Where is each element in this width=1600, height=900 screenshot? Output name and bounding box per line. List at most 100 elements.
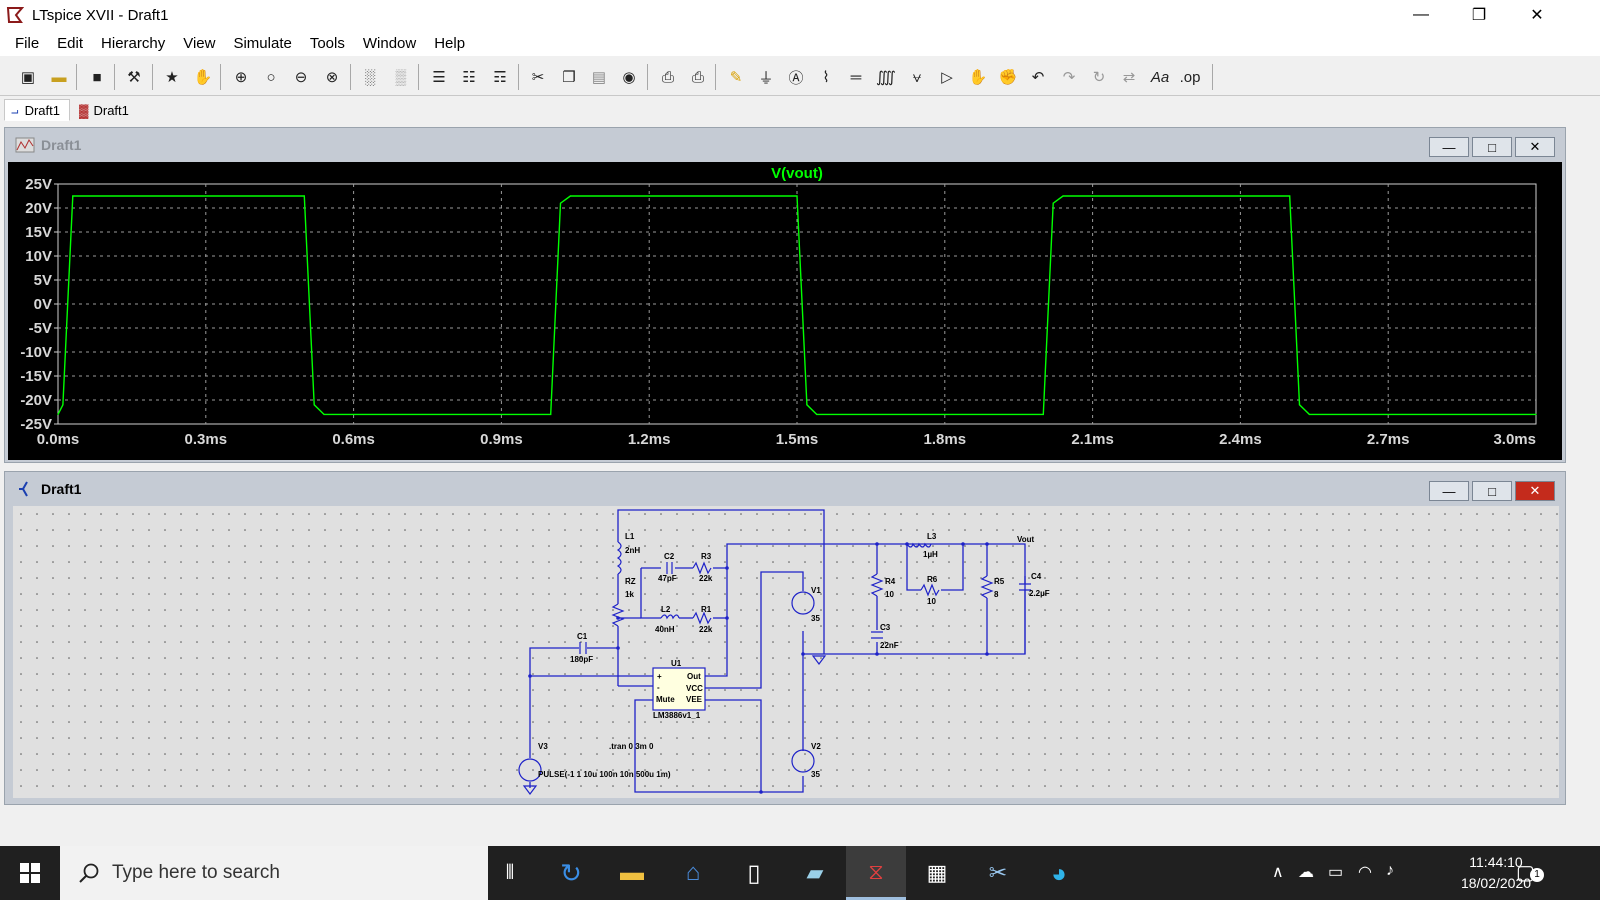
resistor-r3 [692, 561, 712, 575]
taskbar-app-sync[interactable]: ↻ [541, 846, 601, 900]
component-value: 35 [811, 614, 820, 623]
open-button[interactable]: ▬ [47, 65, 71, 89]
spice-directive-button[interactable]: .op [1178, 65, 1202, 89]
taskbar-app-edge[interactable]: ◕ [1029, 846, 1089, 900]
taskbar-app-snipping[interactable]: ✂ [968, 846, 1028, 900]
view-fft-button[interactable]: ▒ [389, 65, 413, 89]
tile-horizontal-button[interactable]: ☰ [427, 65, 451, 89]
pin-label: Out [687, 672, 701, 681]
pin-label: - [657, 683, 660, 692]
move-button[interactable]: ✋ [966, 65, 990, 89]
data-point [559, 202, 562, 204]
volume-icon[interactable]: ♪ [1386, 862, 1394, 879]
component-button[interactable]: ▷ [935, 65, 959, 89]
save-button[interactable]: ■ [85, 65, 109, 89]
resistor-r1 [692, 611, 712, 625]
autorange-button[interactable]: ░ [358, 65, 382, 89]
ground-symbol [522, 785, 538, 795]
undo-button[interactable]: ↶ [1026, 65, 1050, 89]
print-button[interactable]: ⎙ [656, 65, 680, 89]
net-label-vout[interactable]: Vout [1017, 535, 1035, 544]
draw-wire-button[interactable]: ✎ [724, 65, 748, 89]
x-tick-label: 3.0ms [1493, 431, 1536, 448]
menu-file[interactable]: File [15, 34, 40, 52]
schematic-drawing[interactable]: + - Mute Out VCC VEE U1 LM3886v1_1 L1 2n… [13, 506, 1559, 798]
cascade-button[interactable]: ☶ [488, 65, 512, 89]
drag-button[interactable]: ✊ [996, 65, 1020, 89]
taskbar-app-notes[interactable]: ▰ [785, 846, 845, 900]
inductor-button[interactable]: ⨌ [874, 65, 898, 89]
halt-button[interactable]: ✋ [191, 65, 215, 89]
inductor-l3 [906, 542, 932, 548]
print-setup-button[interactable]: ⎙ [686, 65, 710, 89]
find-button[interactable]: ◉ [617, 65, 641, 89]
battery-icon[interactable]: ▭ [1328, 864, 1344, 881]
menu-hierarchy[interactable]: Hierarchy [101, 34, 166, 52]
tab-waveform[interactable]: ▓ Draft1 [72, 99, 138, 121]
plot-close-button[interactable]: ✕ [1515, 137, 1555, 157]
menu-edit[interactable]: Edit [57, 34, 84, 52]
zoom-in-button[interactable]: ⊕ [229, 65, 253, 89]
system-clock[interactable]: 11:44:10 18/02/2020 [1446, 852, 1546, 894]
resistor-button[interactable]: ⌇ [814, 65, 838, 89]
pan-button[interactable]: ○ [259, 65, 283, 89]
capacitor-c3 [871, 631, 883, 639]
start-button[interactable] [0, 846, 60, 900]
paste-button[interactable]: ▤ [587, 65, 611, 89]
spice-directive[interactable]: .tran 0 3m 0 [609, 742, 654, 751]
rotate-button[interactable]: ↻ [1087, 65, 1111, 89]
wifi-icon[interactable]: ◠ [1358, 864, 1372, 881]
diode-button[interactable]: ⩝ [905, 65, 929, 89]
taskbar-app-ltspice[interactable]: ⧖ [846, 846, 906, 900]
plot-minimize-button[interactable]: — [1429, 137, 1469, 157]
label-net-button[interactable]: Ⓐ [784, 65, 808, 89]
zoom-out-button[interactable]: ⊖ [289, 65, 313, 89]
y-tick-label: -25V [20, 416, 52, 433]
wires [529, 509, 1026, 793]
mirror-button[interactable]: ⇄ [1117, 65, 1141, 89]
taskbar-app-document[interactable]: ▯ [724, 846, 784, 900]
waveform-window-title: Draft1 [41, 137, 82, 153]
onedrive-icon[interactable]: ☁ [1298, 864, 1314, 881]
taskbar-app-explorer[interactable]: ▬ [602, 846, 662, 900]
schematic-maximize-button[interactable]: □ [1472, 481, 1512, 501]
taskbar-search[interactable]: Type here to search [60, 846, 488, 900]
component-label: L2 [661, 605, 671, 614]
close-button[interactable]: ✕ [1514, 0, 1560, 30]
minimize-button[interactable]: — [1398, 0, 1444, 30]
ground-button[interactable]: ⏚ [754, 65, 778, 89]
schematic-canvas[interactable]: + - Mute Out VCC VEE U1 LM3886v1_1 L1 2n… [13, 506, 1559, 798]
x-tick-label: 1.5ms [776, 431, 819, 448]
menu-window[interactable]: Window [362, 34, 417, 52]
tile-vertical-button[interactable]: ☷ [457, 65, 481, 89]
tab-schematic[interactable]: ⨼ Draft1 [4, 99, 70, 121]
maximize-button[interactable]: ❐ [1456, 0, 1502, 30]
show-hidden-icons-button[interactable]: ∧ [1272, 864, 1284, 881]
control-panel-button[interactable]: ⚒ [122, 65, 146, 89]
schematic-close-button[interactable]: ✕ [1515, 481, 1555, 501]
taskbar-app-bank[interactable]: ⌂ [663, 846, 723, 900]
run-button[interactable]: ★ [160, 65, 184, 89]
cut-button[interactable]: ✂ [526, 65, 550, 89]
waveform-icon: ▓ [79, 102, 89, 118]
notifications-button[interactable]: ▢ 1 [1516, 860, 1546, 886]
zoom-fit-button[interactable]: ⊗ [320, 65, 344, 89]
menu-simulate[interactable]: Simulate [233, 34, 292, 52]
capacitor-icon: ═ [850, 68, 862, 86]
menu-help[interactable]: Help [434, 34, 466, 52]
task-view-button[interactable]: ⫴ [480, 846, 540, 900]
copy-button[interactable]: ❐ [557, 65, 581, 89]
redo-button[interactable]: ↷ [1057, 65, 1081, 89]
menu-tools[interactable]: Tools [309, 34, 345, 52]
new-schematic-button[interactable]: ▣ [16, 65, 40, 89]
schematic-minimize-button[interactable]: — [1429, 481, 1469, 501]
hammer-icon: ⚒ [127, 69, 141, 86]
plot-maximize-button[interactable]: □ [1472, 137, 1512, 157]
capacitor-button[interactable]: ═ [844, 65, 868, 89]
opamp-u1[interactable] [652, 667, 706, 711]
menu-view[interactable]: View [183, 34, 216, 52]
taskbar-app-calculator[interactable]: ▦ [907, 846, 967, 900]
text-button[interactable]: Aa [1148, 65, 1172, 89]
